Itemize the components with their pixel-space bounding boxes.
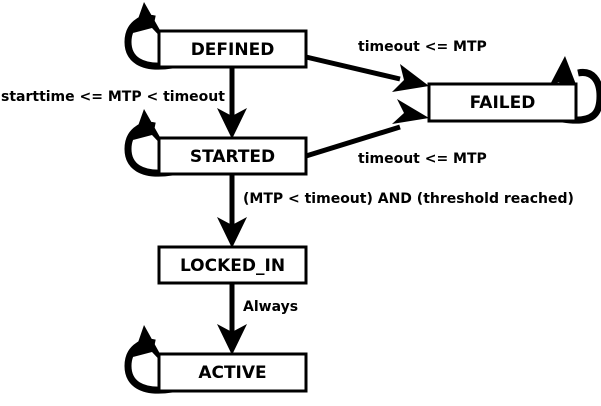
locked-in-box (157, 245, 308, 285)
state-node-failed[interactable]: FAILED (427, 82, 578, 123)
state-node-started[interactable]: STARTED (157, 136, 308, 176)
defined-to-started-arrowhead (217, 108, 247, 139)
started-to-locked-in-edge[interactable] (217, 174, 247, 248)
failed-self-loop-path (562, 68, 601, 124)
defined-to-failed-arrowhead (392, 64, 429, 92)
label-locked-in-to-active: Always (243, 299, 298, 315)
started-to-failed-arrowhead (392, 99, 429, 124)
defined-to-failed-edge[interactable] (305, 54, 429, 92)
label-defined-to-failed: timeout <= MTP (358, 39, 487, 55)
started-to-locked-in-arrowhead (217, 217, 247, 248)
failed-label: FAILED (470, 93, 536, 113)
state-node-locked-in[interactable]: LOCKED_IN (157, 245, 308, 285)
defined-box (157, 29, 308, 69)
active-box (157, 352, 308, 393)
label-started-to-failed: timeout <= MTP (358, 151, 487, 167)
defined-to-failed-line (305, 54, 401, 82)
locked-in-to-active-edge[interactable] (217, 283, 247, 355)
defined-to-started-edge[interactable] (217, 67, 247, 139)
locked-in-label: LOCKED_IN (180, 256, 285, 276)
started-box (157, 136, 308, 176)
failed-box (427, 82, 578, 123)
state-node-defined[interactable]: DEFINED (157, 29, 308, 69)
started-label: STARTED (190, 147, 275, 167)
started-to-failed-line (305, 124, 401, 159)
started-to-failed-edge[interactable] (305, 99, 429, 159)
label-defined-to-started: starttime <= MTP < timeout (1, 89, 225, 105)
defined-label: DEFINED (191, 40, 275, 60)
active-label: ACTIVE (198, 363, 266, 383)
state-node-active[interactable]: ACTIVE (157, 352, 308, 393)
label-started-to-locked-in: (MTP < timeout) AND (threshold reached) (243, 191, 574, 207)
locked-in-to-active-arrowhead (217, 324, 247, 355)
